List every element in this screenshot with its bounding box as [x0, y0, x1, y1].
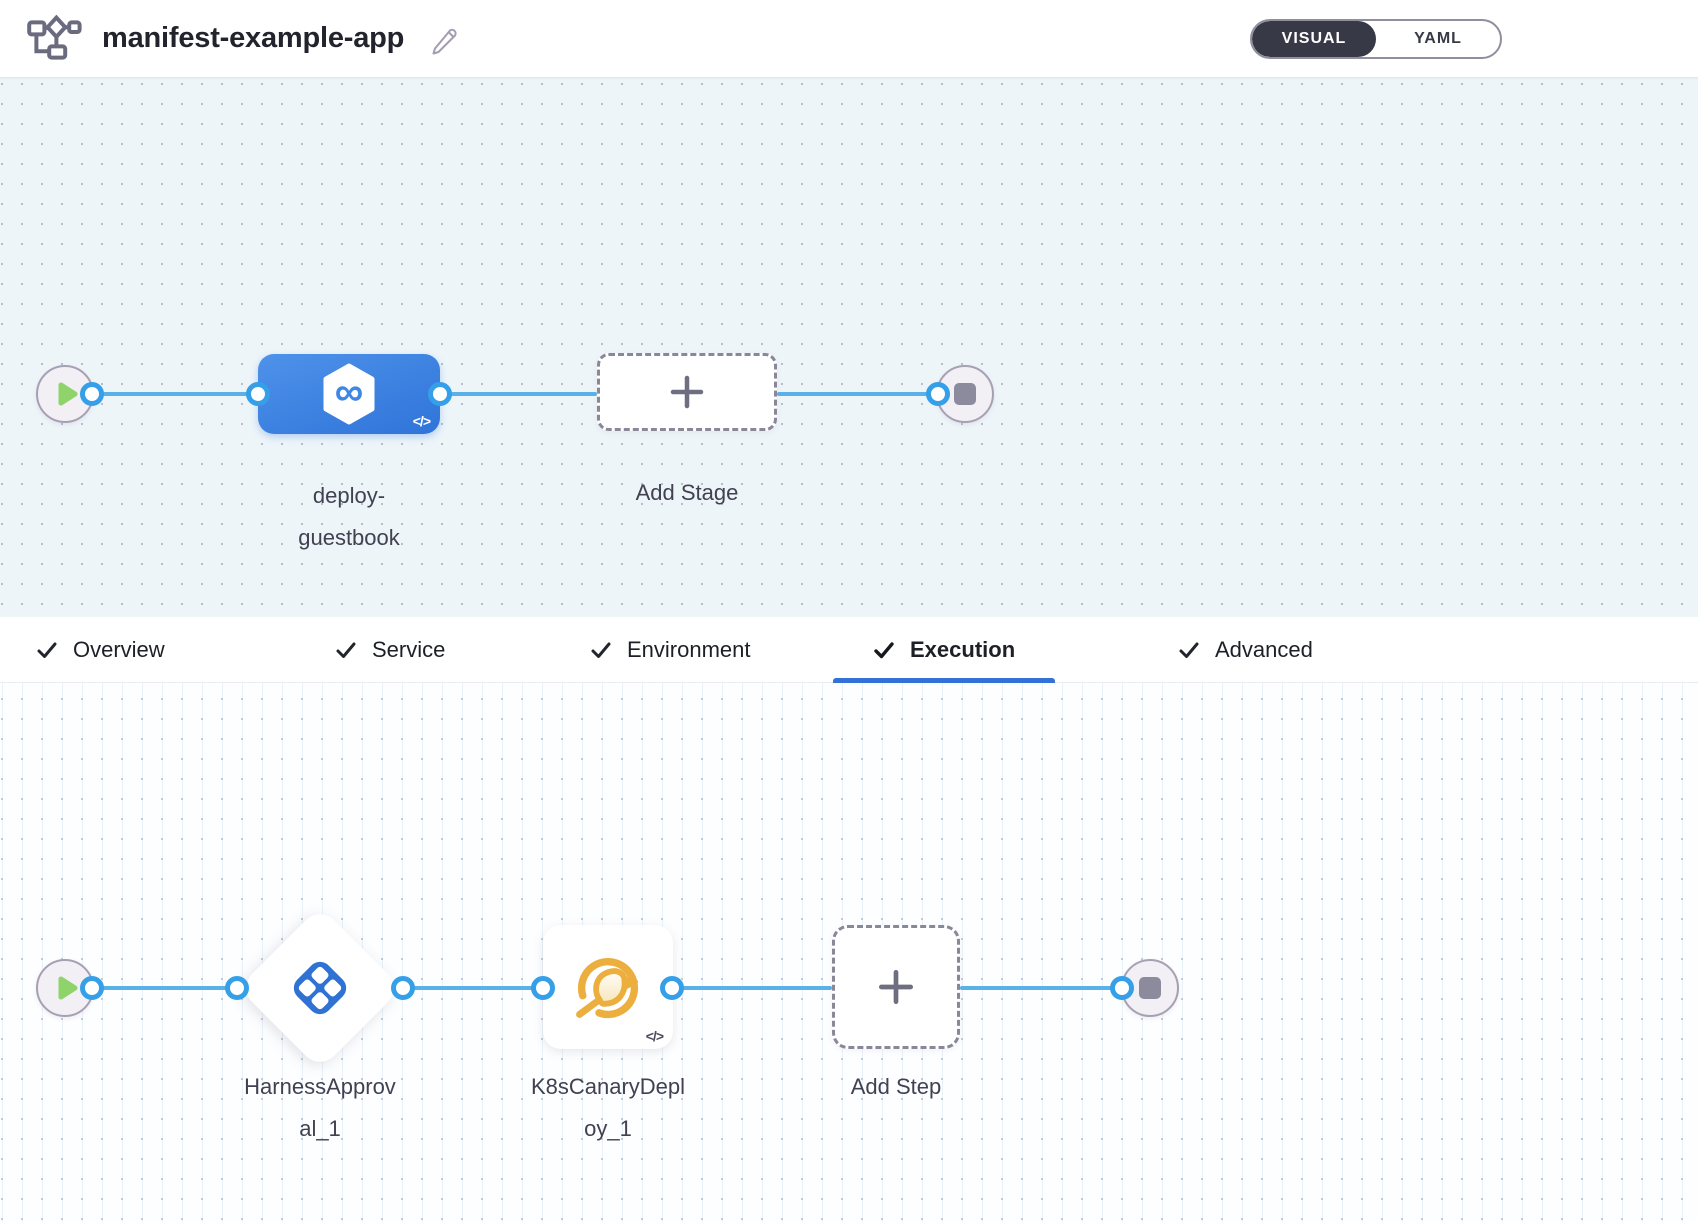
header: manifest-example-app VISUAL YAML: [0, 0, 1698, 78]
edge-stage-to-addstage: [440, 392, 597, 396]
port-stop-in[interactable]: [926, 382, 950, 406]
tab-overview[interactable]: Overview: [8, 617, 193, 683]
page-title: manifest-example-app: [102, 22, 405, 54]
port-approval-out[interactable]: [391, 976, 415, 1000]
edge-start-to-approval: [92, 986, 237, 990]
toggle-yaml-button[interactable]: YAML: [1376, 21, 1500, 57]
port-exec-start-out[interactable]: [80, 976, 104, 1000]
toggle-visual-button[interactable]: VISUAL: [1252, 20, 1376, 57]
check-icon: [591, 642, 611, 658]
active-tab-underline: [833, 678, 1056, 683]
execution-canvas[interactable]: </> HarnessApprov al_1 K8sCanaryDepl oy_…: [0, 683, 1698, 1222]
visual-yaml-toggle: VISUAL YAML: [1250, 18, 1502, 59]
port-exec-stop-in[interactable]: [1110, 976, 1134, 1000]
edge-start-to-stage: [90, 392, 260, 396]
check-icon: [874, 642, 894, 659]
edge-canary-to-addstep: [672, 986, 832, 990]
step-label-k8s-canary: K8sCanaryDepl oy_1: [530, 1074, 686, 1141]
pipeline-stop-node[interactable]: [936, 365, 994, 423]
stage-label: deploy- guestbook: [298, 483, 400, 550]
edge-addstage-to-stop: [777, 392, 938, 396]
tab-execution[interactable]: Execution: [833, 617, 1056, 683]
port-stage-in[interactable]: [246, 382, 270, 406]
step-code-badge: </>: [645, 1028, 664, 1044]
port-stage-out[interactable]: [428, 382, 452, 406]
canary-icon: [576, 957, 639, 1019]
stage-pipeline-canvas[interactable]: ∞ </> deploy- guestbook Add Stage: [0, 78, 1698, 617]
stop-icon: [1139, 977, 1161, 999]
edge-approval-to-canary: [403, 986, 543, 990]
tab-advanced[interactable]: Advanced: [1150, 617, 1341, 683]
play-icon: [58, 382, 77, 406]
harness-approval-icon: [293, 961, 347, 1015]
port-start-out[interactable]: [80, 382, 104, 406]
cd-stage-hexagon-icon: ∞: [321, 363, 377, 425]
tab-environment[interactable]: Environment: [562, 617, 779, 683]
stage-code-badge: </>: [412, 413, 431, 429]
plus-icon: [670, 375, 704, 409]
port-approval-in[interactable]: [225, 976, 249, 1000]
port-canary-in[interactable]: [531, 976, 555, 1000]
stage-tabbar: Overview Service Environment Execution A…: [0, 617, 1698, 683]
stop-icon: [954, 383, 976, 405]
port-canary-out[interactable]: [660, 976, 684, 1000]
tab-service[interactable]: Service: [307, 617, 473, 683]
add-stage-button[interactable]: [597, 353, 777, 431]
pipeline-flowchart-icon: [26, 11, 82, 66]
play-icon: [58, 976, 77, 1000]
check-icon: [1179, 642, 1199, 658]
stage-node-deploy-guestbook[interactable]: ∞ </>: [258, 354, 440, 434]
check-icon: [336, 642, 356, 658]
add-step-button[interactable]: [832, 925, 960, 1049]
step-node-k8s-canary[interactable]: </>: [543, 925, 673, 1049]
infinity-glyph: ∞: [334, 370, 364, 414]
add-step-label: Add Step: [850, 1074, 942, 1099]
add-stage-label: Add Stage: [635, 480, 739, 505]
step-label-harness-approval: HarnessApprov al_1: [244, 1074, 396, 1141]
check-icon: [37, 642, 57, 658]
edit-pencil-icon[interactable]: [428, 23, 460, 55]
edge-addstep-to-stop: [960, 986, 1122, 990]
plus-icon: [878, 969, 914, 1005]
